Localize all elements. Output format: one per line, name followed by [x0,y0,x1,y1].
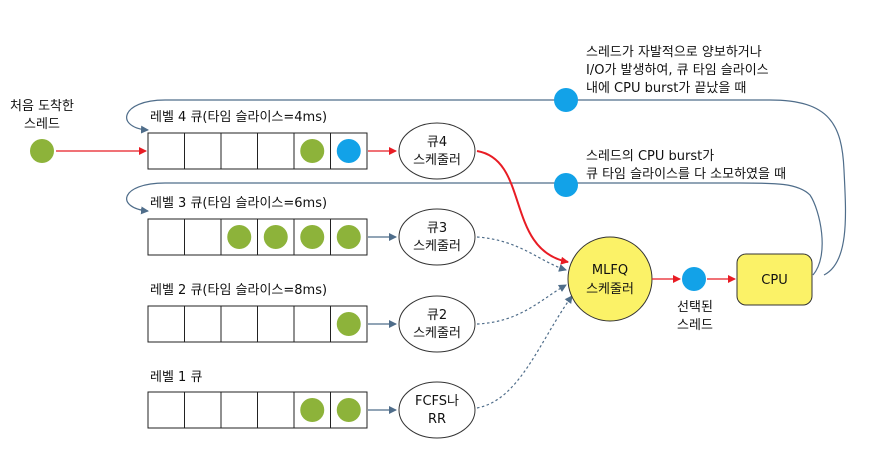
queue2-scheduler [398,295,476,353]
queue1-cell [257,391,295,429]
queue1-scheduler-line2: RR [428,412,446,427]
queue-label-level2: 레벨 2 큐(타임 슬라이스=8ms) [150,283,327,298]
feedback-yield-dot [554,88,578,112]
note-exhaust-line1: 스레드의 CPU burst가 [586,149,714,164]
queue2-cell [147,305,185,343]
queue2-cell [257,305,295,343]
selected-thread-dot [682,267,706,291]
queue1-cell [147,391,185,429]
cpu-label: CPU [761,273,787,288]
queue3-to-mlfq-arrow [476,236,567,272]
queue4-thread-dot [336,139,361,163]
selected-thread-line2: 스레드 [677,318,713,333]
queue2-scheduler-line1: 큐2 [427,308,447,323]
queue3-cell [184,218,222,256]
selected-thread-line1: 선택된 [677,300,713,315]
queue1-thread-dot [300,398,325,422]
queue2-cell [293,305,331,343]
queue4-cell [220,132,258,170]
queue4-scheduler-line1: 큐4 [427,135,447,150]
note-yield-line3: 내에 CPU burst가 끝났을 때 [586,81,746,96]
queue3-thread-dot [300,225,325,249]
queue4-thread-dot [300,139,325,163]
arrival-label-line1: 처음 도착한 [10,99,74,114]
note-yield-line1: 스레드가 자발적으로 양보하거나 [586,45,762,60]
feedback-exhaust-curve [126,182,823,276]
queue1-scheduler [398,381,476,439]
queue1-cell [184,391,222,429]
queue2-cell [184,305,222,343]
note-exhaust-line2: 큐 타임 슬라이스를 다 소모하였을 때 [586,167,786,182]
queue4-cell [184,132,222,170]
queue4-scheduler-line2: 스케줄러 [413,153,461,168]
feedback-exhaust-dot [554,173,578,197]
queue-label-level1: 레벨 1 큐 [150,370,202,385]
queue3-thread-dot [263,225,288,249]
mlfq-scheduler-line1: MLFQ [592,263,628,278]
queue3-scheduler-line2: 스케줄러 [413,239,461,254]
queue-label-level4: 레벨 4 큐(타임 슬라이스=4ms) [150,110,327,125]
queue1-to-mlfq-arrow [476,295,573,409]
queue1-cell [220,391,258,429]
queue-label-level3: 레벨 3 큐(타임 슬라이스=6ms) [150,196,327,211]
queue4-to-mlfq-arrow [476,150,569,265]
queue2-cell [220,305,258,343]
mlfq-scheduler-line2: 스케줄러 [586,282,634,297]
arriving-thread-dot [30,139,54,163]
queue3-scheduler [398,208,476,266]
queue2-to-mlfq-arrow [476,284,567,325]
queue4-cell [147,132,185,170]
queue4-cell [257,132,295,170]
queue-cells [147,132,368,429]
mlfq-scheduler [567,236,653,322]
queue3-scheduler-line1: 큐3 [427,221,447,236]
queue2-scheduler-line2: 스케줄러 [413,326,461,341]
queue3-thread-dot [227,225,252,249]
queue3-cell [147,218,185,256]
queue4-scheduler [398,122,476,180]
arrival-label-line2: 스레드 [24,117,60,132]
queue2-thread-dot [336,312,361,336]
feedback-yield-curve [126,99,847,276]
queue3-thread-dot [336,225,361,249]
queue1-scheduler-line1: FCFS나 [415,394,459,409]
cpu-box [736,253,813,306]
queue1-thread-dot [336,398,361,422]
note-yield-line2: I/O가 발생하여, 큐 타임 슬라이스 [586,63,769,78]
